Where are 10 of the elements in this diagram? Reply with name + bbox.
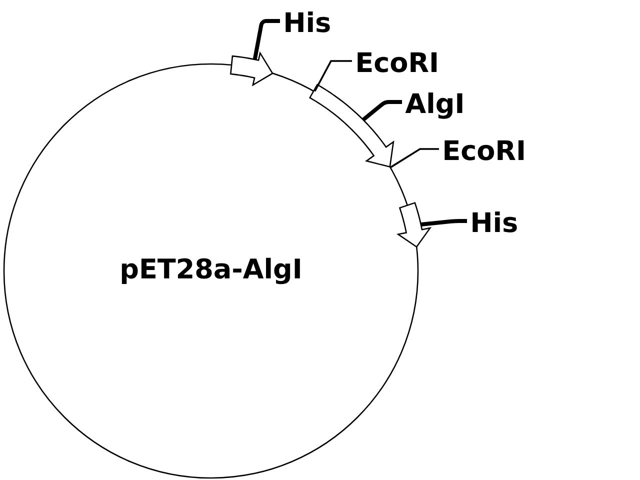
- leader-line: [252, 19, 280, 60]
- site-label: EcoRI: [444, 140, 524, 160]
- site-label: EcoRI: [358, 52, 437, 72]
- leader-line: [390, 148, 439, 168]
- leader-line: [314, 60, 352, 92]
- feature-label: AlgI: [405, 92, 462, 119]
- leader-line: [362, 100, 402, 122]
- feature-label: His: [286, 11, 330, 32]
- leader-line: [420, 219, 467, 226]
- feature-label: His: [472, 211, 517, 232]
